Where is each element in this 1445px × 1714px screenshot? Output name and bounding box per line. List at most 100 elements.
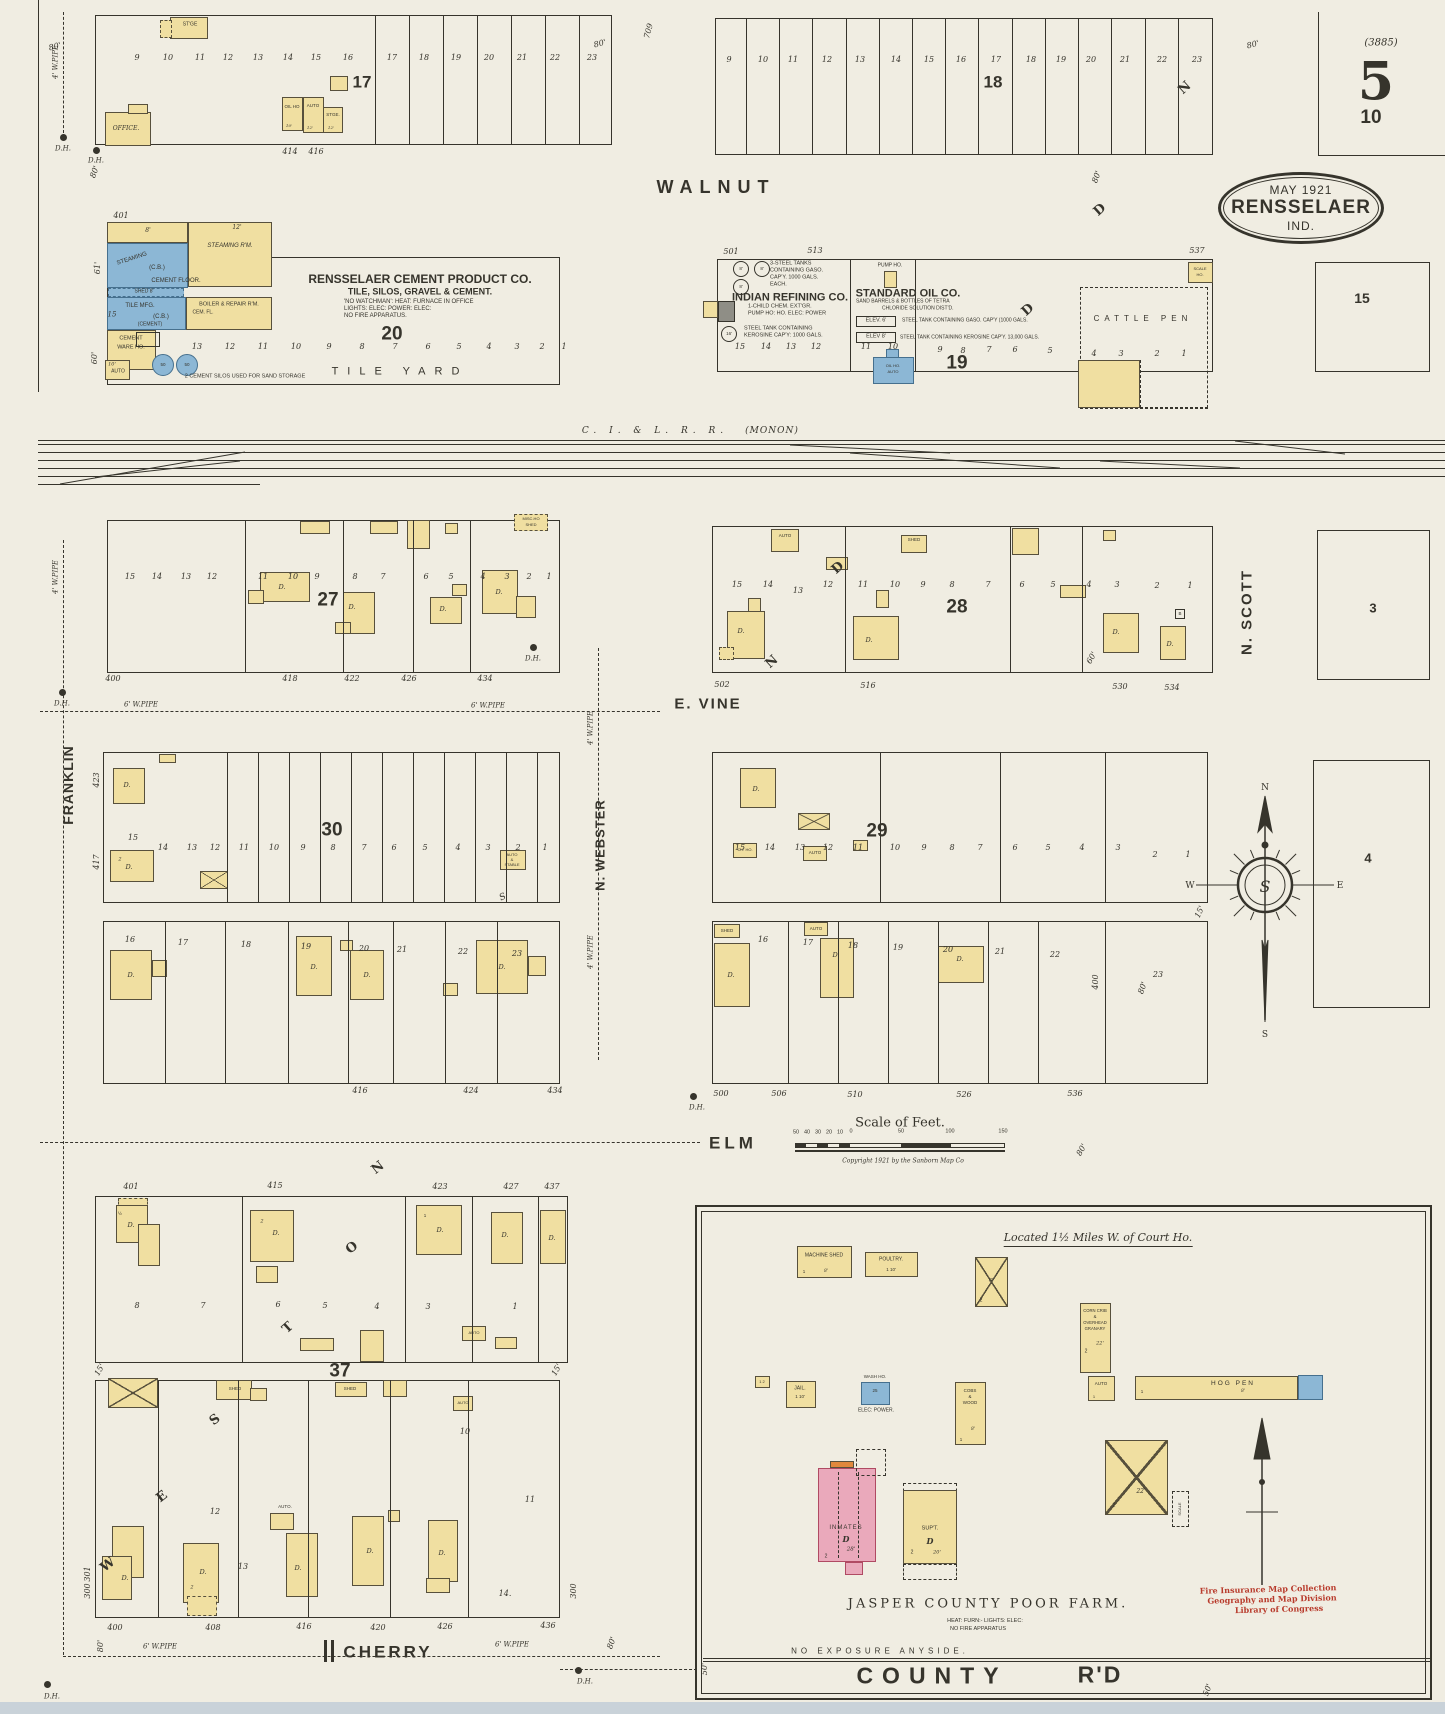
lot-number: 9	[937, 345, 943, 354]
address-number: 709	[642, 22, 655, 40]
building	[138, 1224, 160, 1266]
building	[300, 521, 330, 534]
block-outline	[107, 520, 560, 673]
map-line	[468, 1380, 469, 1618]
building	[482, 570, 518, 614]
building-label: 2	[824, 1553, 828, 1560]
map-line	[1000, 752, 1001, 903]
building-label: TILE MFG.	[125, 303, 155, 309]
lot-number: 10	[889, 580, 901, 589]
map-line	[242, 1196, 243, 1363]
building	[740, 768, 776, 808]
lot-number: 9	[134, 53, 140, 62]
building	[975, 1257, 1008, 1307]
address-number: 423	[92, 772, 101, 788]
map-line	[537, 752, 538, 903]
building	[903, 1490, 957, 1564]
railroad-switch-line	[94, 460, 241, 478]
block-number: 20	[381, 323, 403, 345]
lot-number: 4	[1086, 580, 1092, 589]
building-label: STEAMING R'M.	[207, 243, 253, 249]
compass-monogram: S	[1260, 877, 1271, 896]
water-pipe-label: 6' W.PIPE	[470, 701, 506, 710]
map-line	[506, 752, 507, 903]
building	[839, 1143, 850, 1148]
lot-number: 3	[425, 1302, 431, 1311]
lot-number: 13	[854, 55, 866, 64]
block-outline	[712, 921, 1208, 1084]
lot-number: 13	[186, 843, 198, 852]
street-letter: N	[368, 1158, 388, 1178]
building	[1080, 1303, 1111, 1373]
building	[1078, 360, 1140, 408]
building	[350, 950, 384, 1000]
building	[886, 349, 899, 358]
lot-number: 3	[1118, 349, 1124, 358]
building	[323, 107, 343, 133]
building	[1298, 1375, 1323, 1400]
block-outline	[136, 332, 160, 347]
building-label: 2	[190, 1584, 194, 1591]
address-number: 526	[956, 1090, 972, 1099]
map-line	[348, 921, 349, 1084]
building-label: 2	[1112, 1502, 1116, 1509]
lot-number: 10	[162, 53, 174, 62]
map-line	[1318, 12, 1319, 155]
lot-number: 3	[1114, 580, 1120, 589]
building-label: &	[510, 857, 514, 862]
building	[786, 1381, 816, 1408]
building-label: 8'	[1240, 1388, 1246, 1394]
building-label: SCALE	[1177, 1502, 1182, 1516]
building	[152, 960, 167, 977]
map-line	[812, 18, 813, 155]
dh-marker	[529, 643, 537, 651]
building	[445, 523, 458, 534]
lot-number: 11	[238, 843, 250, 852]
lot-number: 9	[920, 580, 926, 589]
map-line	[165, 921, 166, 1084]
address-number: 536	[1067, 1089, 1083, 1098]
lot-number: 5	[448, 572, 454, 581]
annotation: KEROSINE CAP'Y: 1000 GALS.	[744, 332, 823, 339]
building-label: AUTO	[887, 369, 899, 374]
lot-number: 15	[731, 580, 743, 589]
scale-bar-title: Scale of Feet.	[855, 1115, 945, 1131]
water-pipe-label: 6' W.PIPE	[123, 700, 159, 709]
block-number: 3	[1369, 600, 1377, 616]
building	[817, 1143, 828, 1148]
lot-number: 13	[237, 1562, 249, 1571]
dwelling-label: D.	[366, 1546, 374, 1555]
building	[1088, 1376, 1115, 1401]
building-label: AUTO	[809, 925, 823, 931]
map-line	[703, 1661, 1432, 1662]
address-number: 510	[847, 1090, 863, 1099]
building	[388, 1510, 400, 1522]
lot-number: 8	[330, 843, 336, 852]
street-label-n-scott: N. SCOTT	[1238, 569, 1256, 655]
annotation: 3-STEEL TANKS	[770, 260, 812, 267]
lot-number: 5	[322, 1301, 328, 1310]
dwelling-label: D	[926, 1536, 934, 1546]
building-label: 22'	[1136, 1488, 1146, 1495]
lot-number: 11	[852, 843, 864, 852]
building-label: 1	[1092, 1394, 1096, 1399]
map-line	[63, 12, 64, 133]
building-label: B	[1178, 610, 1182, 616]
map-line	[158, 1380, 159, 1618]
building-label: 12'	[232, 224, 242, 231]
lot-number: 14	[762, 580, 774, 589]
building-label: SHED	[343, 1385, 357, 1391]
lot-number: 11	[194, 53, 206, 62]
dh-label: D.H.	[577, 1677, 593, 1686]
map-line	[63, 1656, 660, 1657]
map-line	[879, 18, 880, 155]
map-line	[1178, 18, 1179, 155]
lot-number: 2	[539, 342, 545, 351]
lot-number: 5	[1045, 843, 1051, 852]
lot-number: 6	[391, 843, 397, 852]
annotation: TILE YARD	[331, 365, 469, 378]
address-number: 416	[352, 1086, 368, 1095]
block-outline	[103, 752, 560, 903]
annotation: STEEL TANK CONTAINING KEROSINE CAP'Y. 13…	[900, 334, 1040, 341]
building-label: 1	[1140, 1388, 1144, 1394]
